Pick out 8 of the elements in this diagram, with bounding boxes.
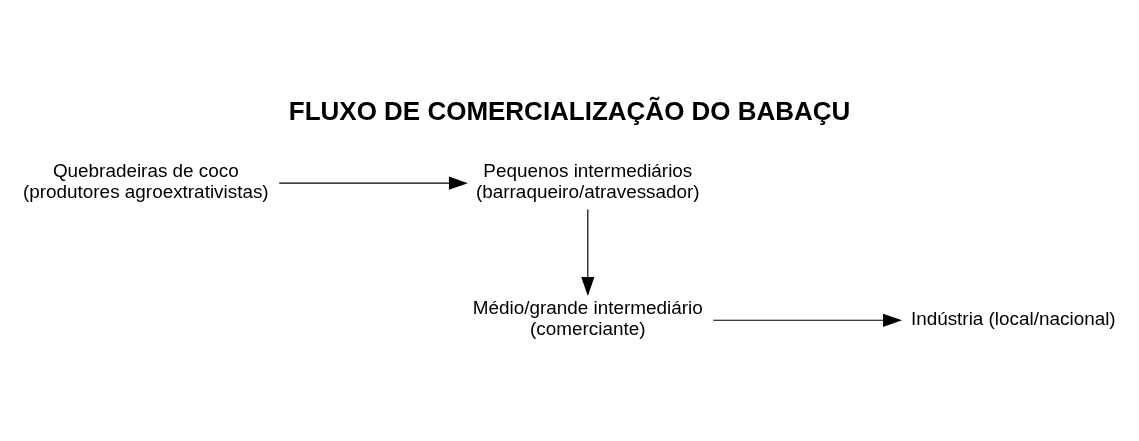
arrow: [581, 208, 595, 296]
node-text: Médio/grande intermediário (comerciante): [472, 296, 703, 339]
node-text: Pequenos intermediários (barraqueiro/atravessador): [475, 159, 700, 202]
arrow: [712, 313, 902, 327]
node-text: Indústria (local/nacional): [910, 307, 1116, 329]
arrow: [278, 176, 468, 190]
diagram-title: FLUXO DE COMERCIALIZAÇÃO DO BABAÇU: [288, 95, 851, 126]
node-text: Quebradeiras de coco (produtores agroextrativistas): [22, 159, 269, 202]
